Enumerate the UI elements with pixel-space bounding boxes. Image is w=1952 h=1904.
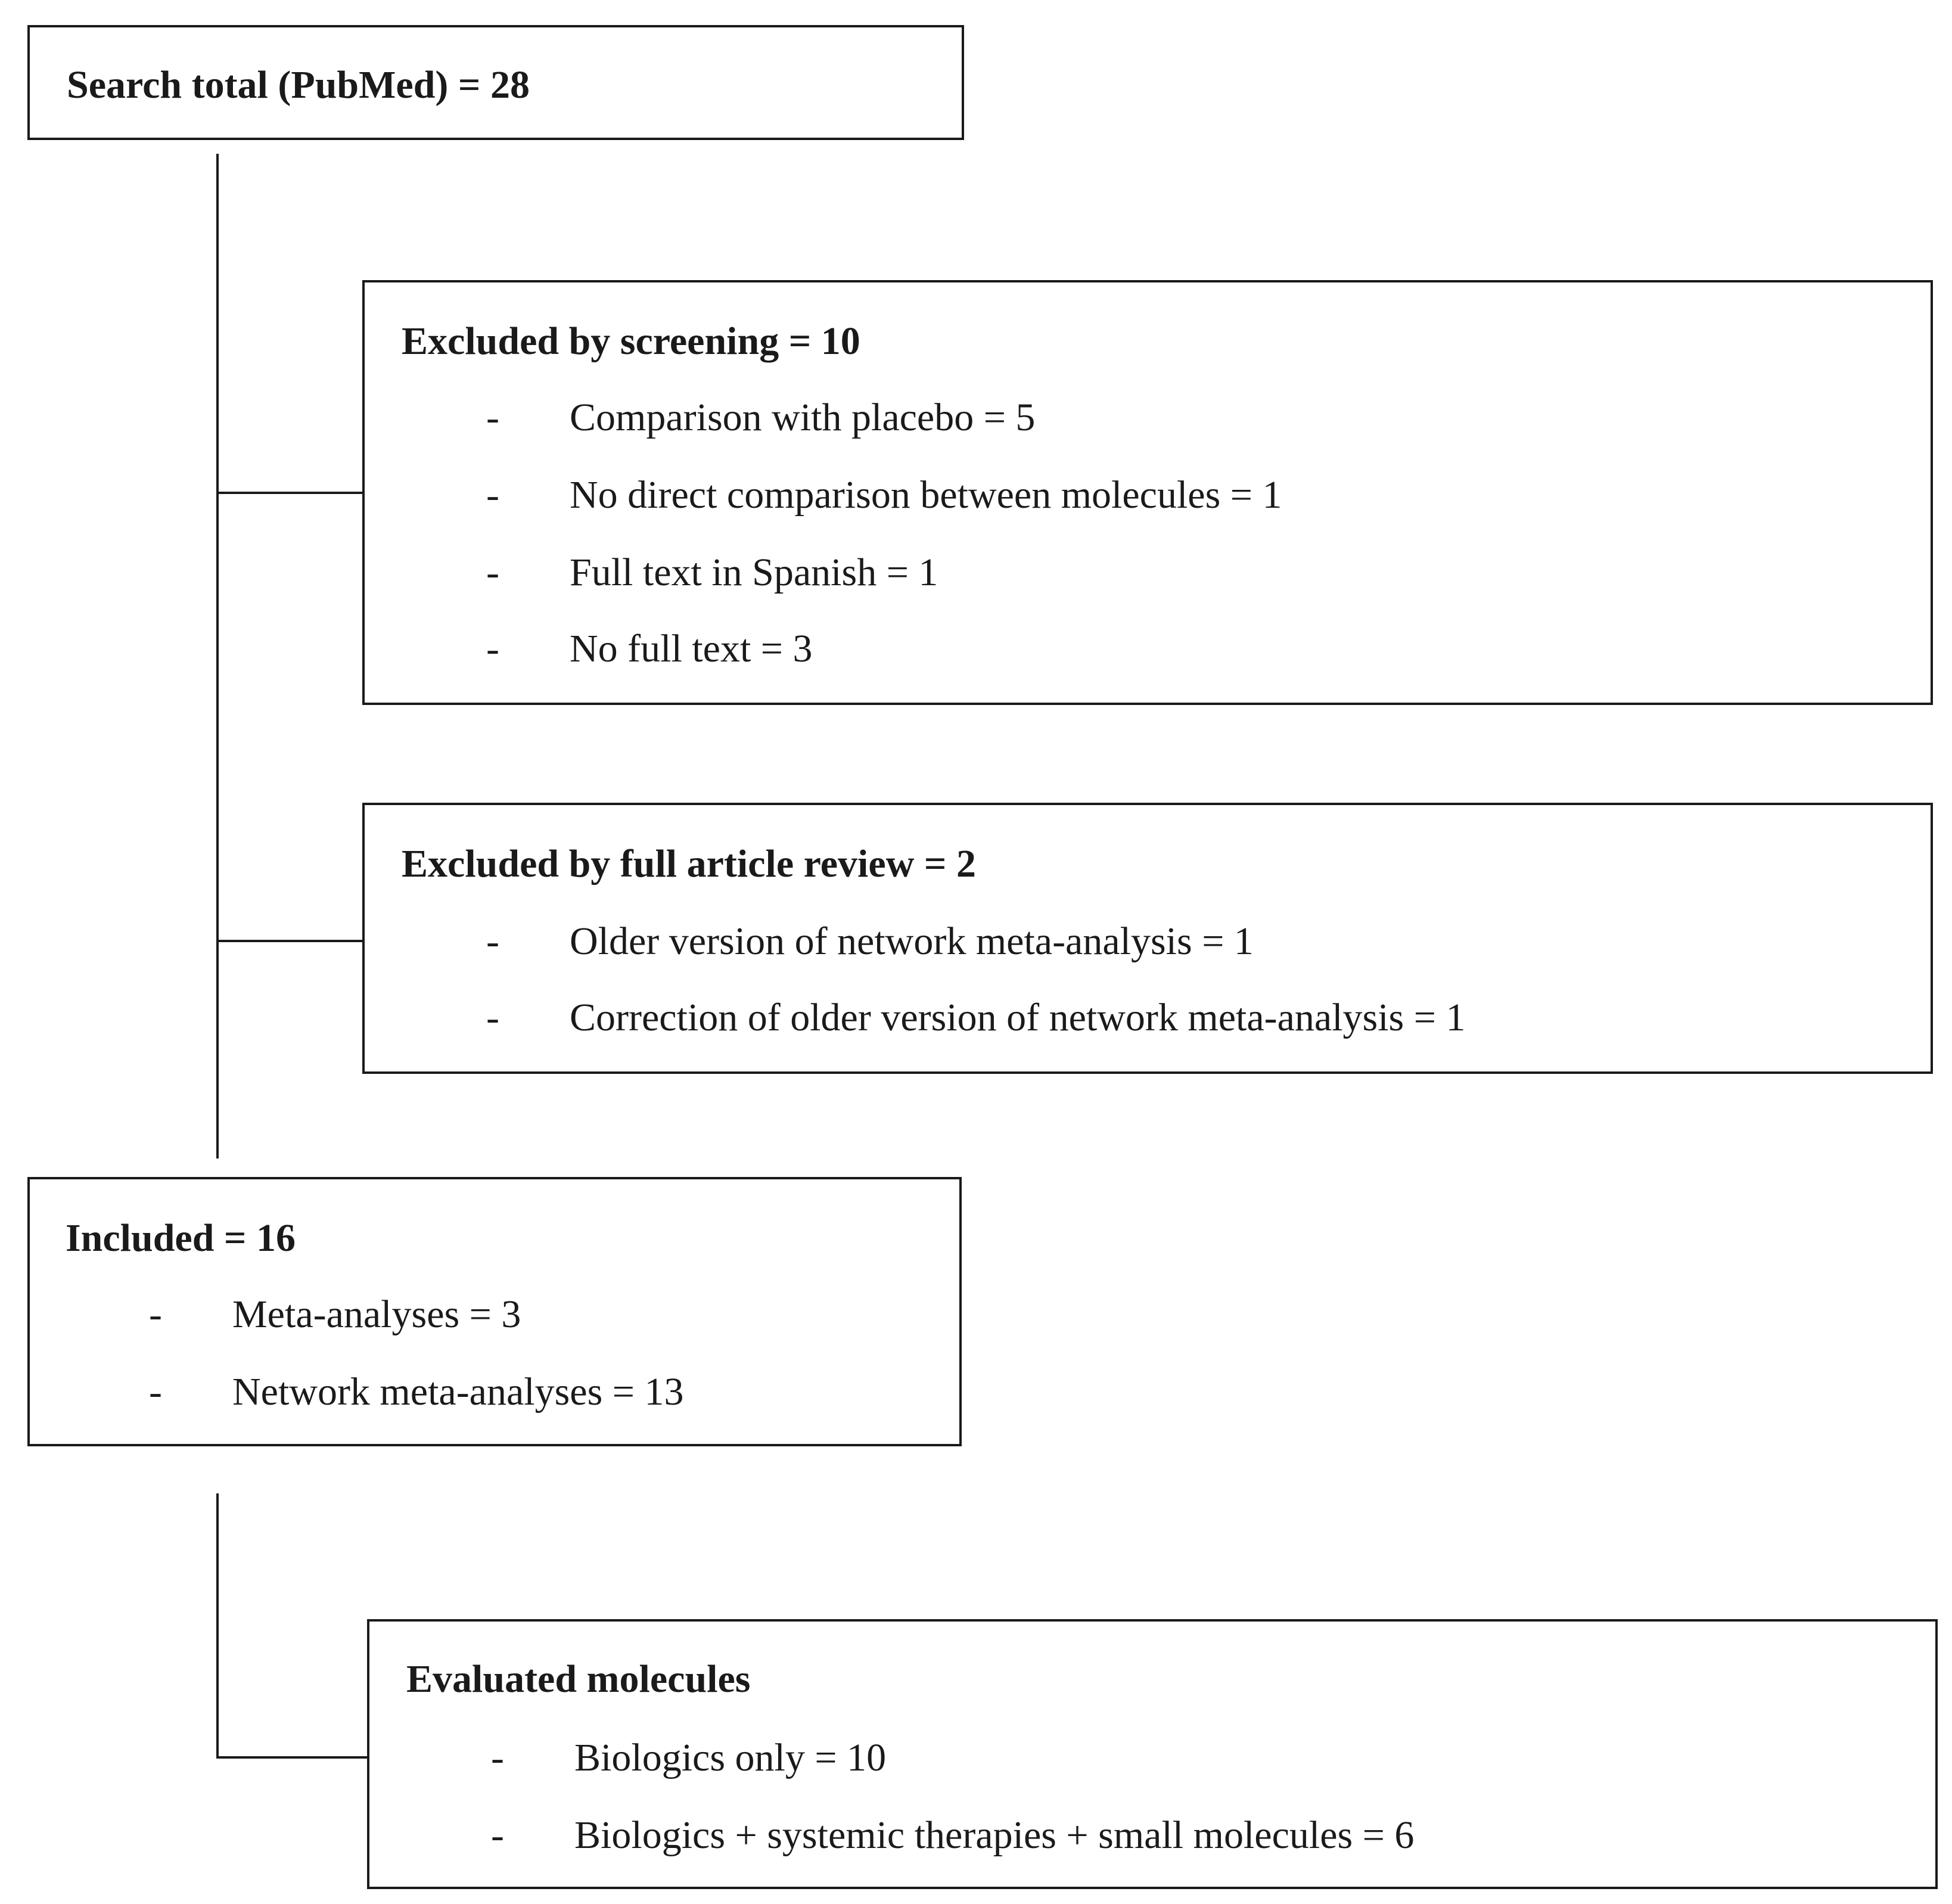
- bullet-dash: -: [486, 396, 499, 439]
- connector-included-vertical: [216, 1493, 219, 1759]
- screening-exclusion-box: Excluded by screening = 10 - Comparison …: [362, 280, 1933, 705]
- list-item-text: Full text in Spanish = 1: [570, 551, 938, 594]
- bullet-dash: -: [486, 920, 499, 963]
- bullet-dash: -: [149, 1293, 162, 1336]
- list-item-text: Correction of older version of network m…: [570, 996, 1466, 1039]
- connector-to-evaluated: [216, 1756, 369, 1759]
- list-item-text: Biologics only = 10: [574, 1736, 887, 1779]
- bullet-dash: -: [486, 627, 499, 670]
- connector-main-vertical: [216, 154, 219, 1158]
- bullet-dash: -: [486, 551, 499, 594]
- list-item-text: Network meta-analyses = 13: [232, 1370, 684, 1414]
- full-review-exclusion-title: Excluded by full article review = 2: [402, 842, 976, 886]
- bullet-dash: -: [491, 1736, 504, 1779]
- included-title: Included = 16: [66, 1216, 296, 1260]
- evaluated-molecules-title: Evaluated molecules: [406, 1657, 751, 1701]
- list-item-text: Comparison with placebo = 5: [570, 396, 1036, 439]
- evaluated-molecules-box: Evaluated molecules - Biologics only = 1…: [367, 1619, 1938, 1889]
- connector-to-full-review: [216, 940, 365, 942]
- screening-exclusion-title: Excluded by screening = 10: [402, 319, 860, 363]
- bullet-dash: -: [149, 1370, 162, 1414]
- list-item-text: No full text = 3: [570, 627, 813, 670]
- list-item-text: Older version of network meta-analysis =…: [570, 920, 1254, 963]
- list-item-text: Meta-analyses = 3: [232, 1293, 521, 1336]
- search-total-box: Search total (PubMed) = 28: [27, 25, 964, 140]
- bullet-dash: -: [486, 473, 499, 517]
- bullet-dash: -: [491, 1813, 504, 1857]
- search-total-title: Search total (PubMed) = 28: [67, 63, 530, 107]
- included-box: Included = 16 - Meta-analyses = 3 - Netw…: [27, 1177, 962, 1446]
- list-item-text: Biologics + systemic therapies + small m…: [574, 1813, 1415, 1857]
- bullet-dash: -: [486, 996, 499, 1039]
- full-review-exclusion-box: Excluded by full article review = 2 - Ol…: [362, 803, 1933, 1074]
- list-item-text: No direct comparison between molecules =…: [570, 473, 1282, 517]
- connector-to-screening: [216, 492, 365, 494]
